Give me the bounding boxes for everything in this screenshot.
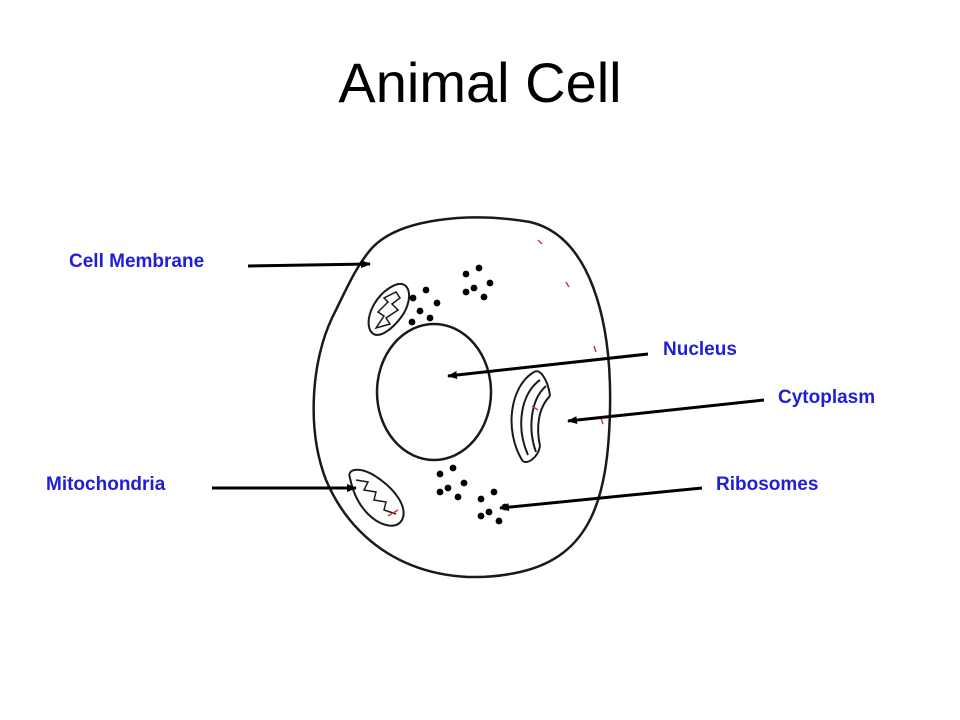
cell-membrane-label: Cell Membrane xyxy=(69,251,204,272)
nucleus-shape xyxy=(375,322,493,462)
diagram-title: Animal Cell xyxy=(338,51,622,114)
nucleus-arrow xyxy=(447,352,649,379)
ribosomes-cluster-3 xyxy=(436,464,468,501)
mitochondrion-bottom-shape xyxy=(348,468,405,527)
cell-membrane-arrow xyxy=(247,260,371,269)
mitochondrion-accent xyxy=(387,509,399,517)
ribosomes-arrow xyxy=(499,486,703,512)
mitochondria-label: Mitochondria xyxy=(46,474,166,495)
ribosomes-cluster-2 xyxy=(462,264,494,301)
cytoplasm-label: Cytoplasm xyxy=(778,387,875,408)
cytoplasm-arrow xyxy=(567,398,765,425)
mitochondrion-top-shape xyxy=(367,282,410,336)
cell-membrane-shape xyxy=(312,216,612,579)
membrane-accents xyxy=(537,239,604,425)
ribosomes-label: Ribosomes xyxy=(716,474,818,495)
golgi-shape xyxy=(510,370,551,464)
ribosomes-cluster-1 xyxy=(408,286,441,326)
nucleus-label: Nucleus xyxy=(663,339,737,360)
golgi-accent xyxy=(531,405,539,411)
